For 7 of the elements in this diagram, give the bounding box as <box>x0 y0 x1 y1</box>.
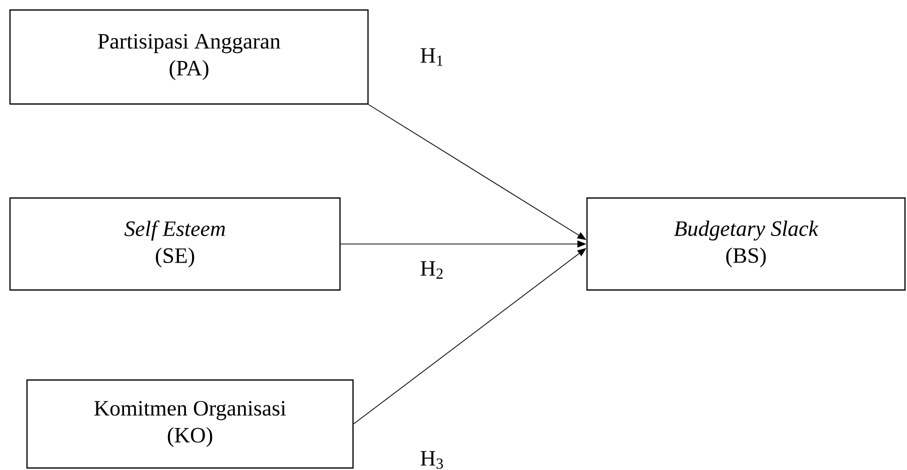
variable-box: Partisipasi Anggaran (PA) <box>9 9 369 105</box>
edge-label: H$_{2}$ <box>419 260 445 280</box>
edge-label: H$_{1}$ <box>419 47 445 67</box>
edge-label: H$_{3}$ <box>419 450 445 470</box>
variable-box: Self Esteem (SE) <box>9 197 341 291</box>
variable-box: Komitmen Organisasi (KO) <box>26 379 354 469</box>
variable-box: Budgetary Slack (BS) <box>586 197 906 291</box>
